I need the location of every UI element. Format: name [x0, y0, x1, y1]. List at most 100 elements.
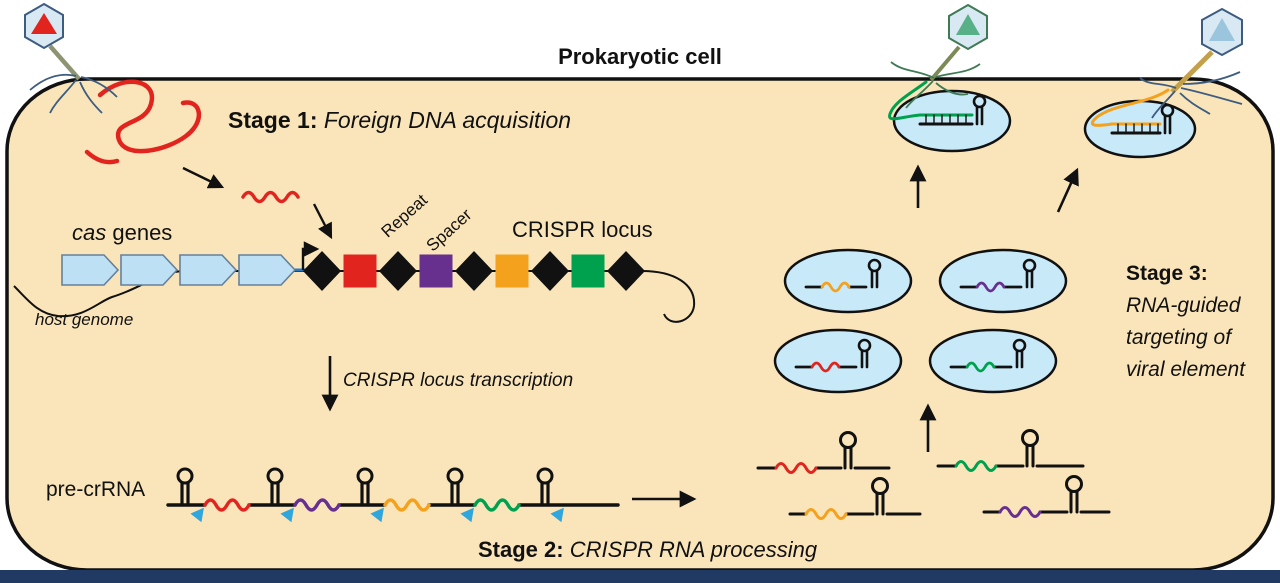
host-genome-label: host genome	[35, 310, 134, 329]
rna-hairpin-icon	[446, 467, 464, 485]
rna-hairpin-icon	[1069, 489, 1079, 514]
viral-dna-green	[888, 80, 928, 121]
injected-viral-dna	[84, 79, 202, 165]
pre-crrna-molecule	[166, 467, 620, 523]
phage-legs	[890, 61, 981, 109]
rna-hairpin-icon	[875, 491, 885, 516]
rna-hairpin-icon	[839, 431, 857, 449]
stage3-line1: RNA-guided	[1126, 294, 1241, 317]
targeting-arrow-2	[1056, 167, 1079, 213]
effector-complex-icon	[892, 89, 1012, 153]
crrna-green-spacer	[954, 460, 998, 472]
rna-hairpin-icon	[450, 481, 460, 507]
pre-crrna-label: pre-crRNA	[46, 478, 146, 501]
effector-complex-icon	[1083, 99, 1197, 159]
stage3-line3: viral element	[1126, 358, 1246, 381]
rna-hairpin-icon	[1025, 443, 1035, 468]
crispr-locus-array	[303, 251, 645, 291]
rna-hairpin-icon	[536, 467, 554, 485]
base-pairing-rungs	[1117, 123, 1159, 134]
rna-hairpin-icon	[857, 338, 872, 353]
rna-hairpin-icon	[1022, 258, 1037, 273]
rna-hairpin-icon	[270, 481, 280, 507]
crrna-red-spacer	[774, 462, 818, 474]
rna-hairpin-icon	[1065, 475, 1083, 493]
effector-complexes	[773, 248, 1068, 394]
targeting-complex-green	[888, 80, 1012, 153]
stage3-line2: targeting of	[1126, 326, 1232, 349]
crispr-locus-label: CRISPR locus	[512, 217, 653, 242]
acquisition-arrow-2	[312, 203, 333, 240]
targeting-complex-orange	[1083, 88, 1197, 159]
promoter-arrow-icon	[301, 241, 320, 270]
cas-genes-group	[61, 254, 297, 286]
spacer-rna-purple	[293, 498, 341, 512]
stage2-text: CRISPR RNA processing	[563, 537, 818, 562]
effector-complex-icon	[938, 248, 1068, 314]
stage1-caption: Stage 1: Foreign DNA acquisition	[228, 107, 571, 134]
stage1-text: Foreign DNA acquisition	[317, 107, 572, 133]
transcription-label: CRISPR locus transcription	[343, 370, 574, 391]
rna-hairpin-icon	[176, 467, 194, 485]
rna-hairpin-icon	[266, 467, 284, 485]
cleavage-arrowhead-icon	[190, 507, 204, 523]
stage2-caption: Stage 2: CRISPR RNA processing	[478, 537, 817, 563]
repeat-diamond-icon	[303, 251, 341, 291]
phage-tail	[48, 44, 81, 81]
acquisition-arrow-1	[182, 166, 225, 189]
phage-tail	[929, 45, 961, 82]
cas-gene-arrow	[120, 254, 179, 286]
cleavage-arrowhead-icon	[460, 507, 474, 523]
stage2-label: Stage 2:	[478, 537, 564, 562]
crrna-products	[756, 429, 1111, 520]
stage3-caption: Stage 3: RNA-guided targeting of viral e…	[1126, 258, 1245, 386]
repeat-diamond-icon	[607, 251, 645, 291]
phage-legs	[1139, 71, 1243, 119]
cas-gene-arrow	[61, 254, 120, 286]
complex-crrna-orange	[820, 281, 851, 293]
phage-legs	[29, 73, 118, 114]
bottom-border-bar	[0, 570, 1280, 583]
cas-gene-arrow	[238, 254, 297, 286]
cleavage-arrowhead-icon	[550, 507, 564, 523]
stage3-label: Stage 3:	[1126, 262, 1208, 285]
effector-complex-icon	[783, 248, 913, 314]
rna-hairpin-icon	[360, 481, 370, 507]
rna-hairpin-icon	[1012, 338, 1027, 353]
cas-gene-arrow	[179, 254, 238, 286]
spacer-orange-icon	[495, 254, 529, 288]
crrna-orange-spacer	[804, 508, 848, 520]
spacer-green-icon	[571, 254, 605, 288]
diagram-title: Prokaryotic cell	[558, 44, 722, 69]
phage-genome-green	[956, 14, 980, 35]
cleavage-arrowhead-icon	[370, 507, 384, 523]
phage-genome	[1209, 18, 1235, 41]
viral-dna-orange	[1090, 88, 1170, 127]
rna-hairpin-icon	[1021, 429, 1039, 447]
rna-hairpin-icon	[180, 481, 190, 507]
rna-hairpin-icon	[540, 481, 550, 507]
spacer-rna-orange	[383, 498, 431, 512]
effector-complex-icon	[928, 328, 1058, 394]
rna-hairpin-icon	[356, 467, 374, 485]
protospacer-fragment	[241, 190, 300, 204]
complex-crrna-red	[810, 361, 841, 373]
base-pairing-rungs	[925, 114, 967, 125]
bacteriophage-icon	[1139, 7, 1243, 119]
spacer-rna-green	[473, 498, 521, 512]
rna-hairpin-icon	[843, 445, 853, 470]
spacer-red-icon	[343, 254, 377, 288]
repeat-diamond-icon	[455, 251, 493, 291]
effector-complex-icon	[773, 328, 903, 394]
repeat-diamond-icon	[531, 251, 569, 291]
repeat-diamond-icon	[379, 251, 417, 291]
cell-membrane	[5, 77, 1275, 572]
bacteriophage-icon	[24, 2, 118, 114]
rna-hairpin-icon	[972, 94, 987, 109]
crrna-purple-spacer	[998, 506, 1042, 518]
stage1-label: Stage 1:	[228, 107, 318, 133]
complex-crrna-green	[965, 361, 996, 373]
phage-genome-red	[31, 13, 57, 34]
